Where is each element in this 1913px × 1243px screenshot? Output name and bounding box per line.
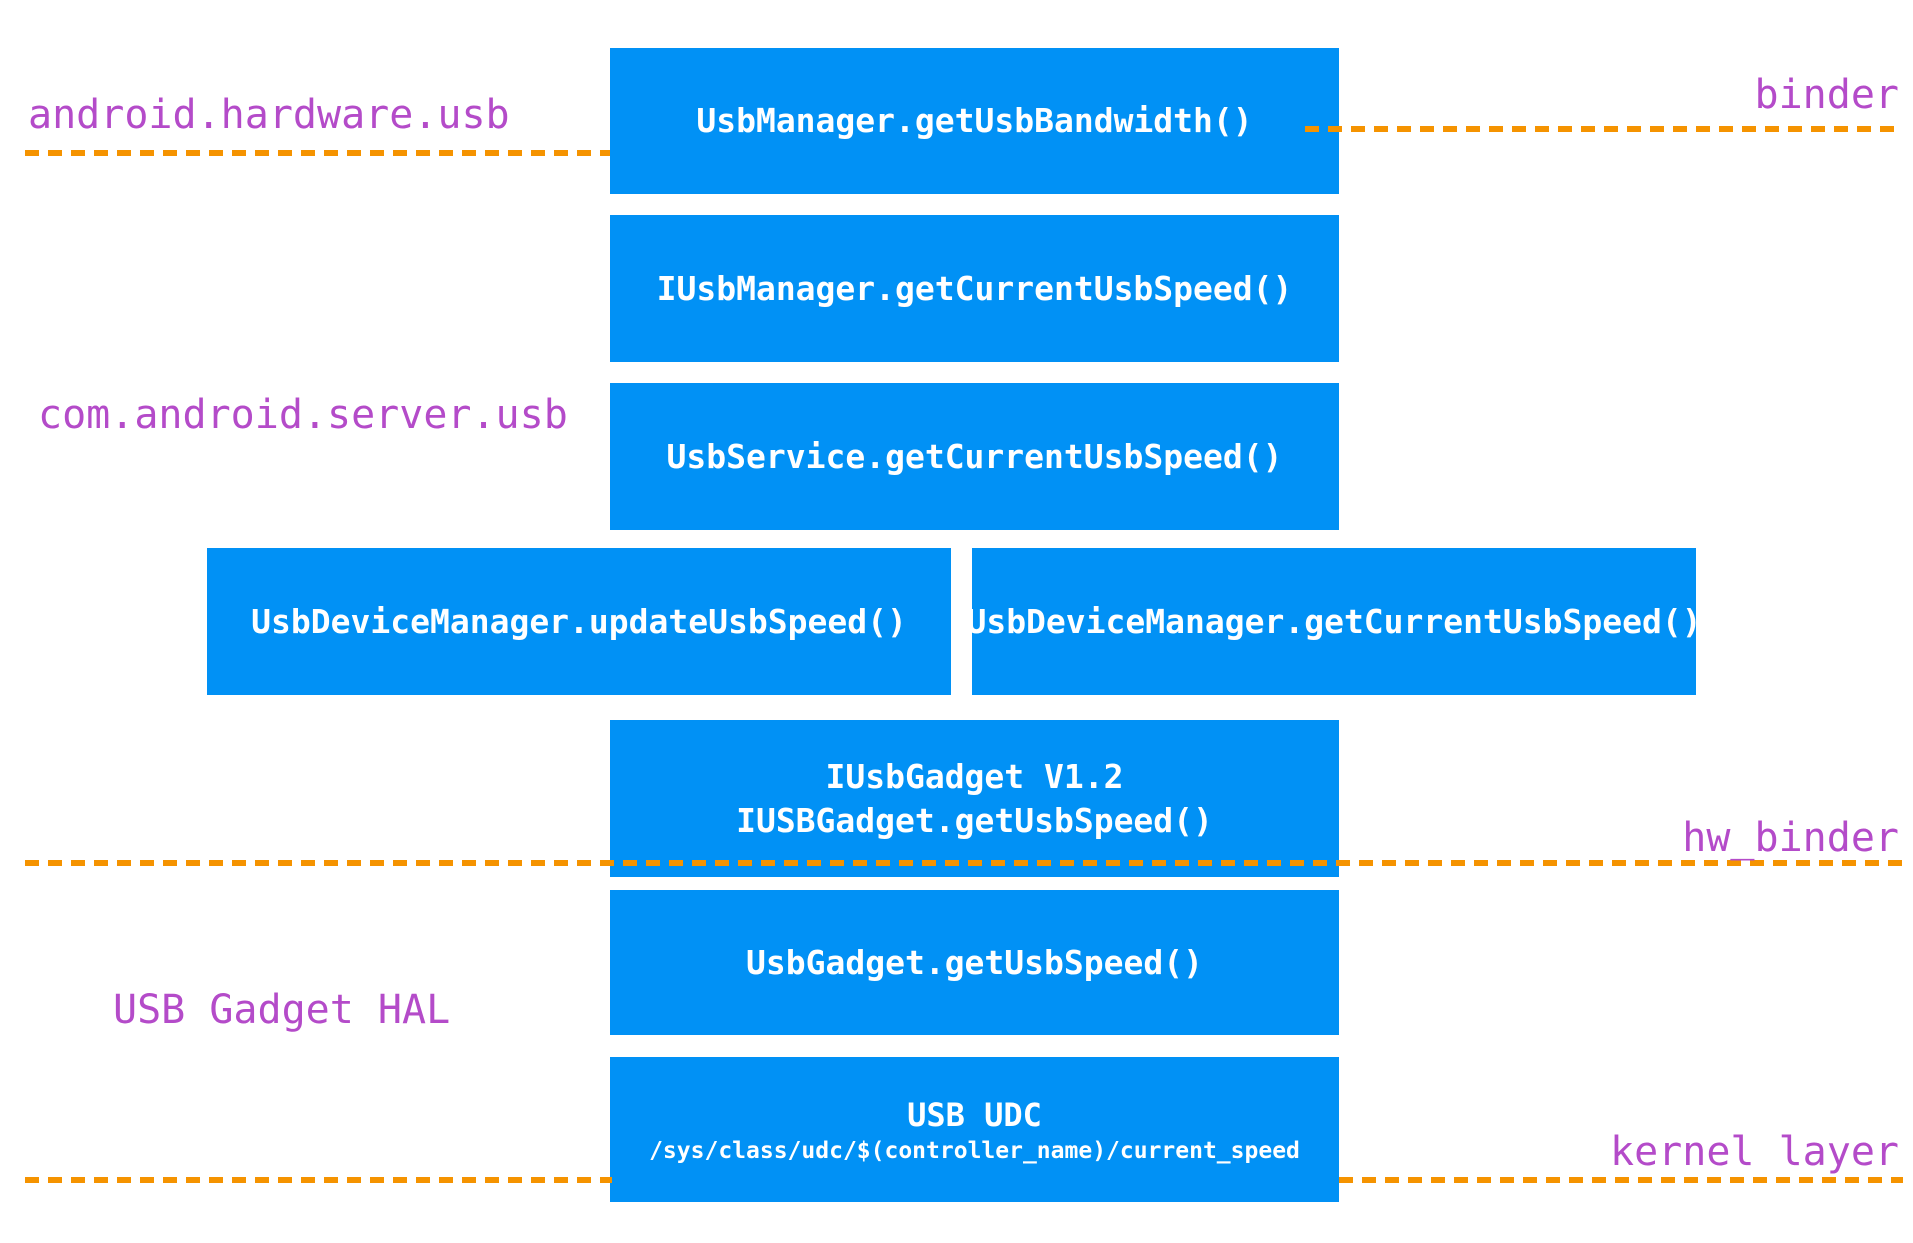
diagram-node-iusbmanager-getcurrentusbspeed: IUsbManager.getCurrentUsbSpeed() — [610, 215, 1339, 362]
diagram-node-iusbgadget-v12: IUsbGadget V1.2 IUSBGadget.getUsbSpeed() — [610, 720, 1339, 877]
node-label-udc-title: USB UDC — [907, 1095, 1042, 1134]
kernel-divider-right-segment — [1339, 1177, 1903, 1183]
layer-label-kernel-layer: kernel layer — [1610, 1129, 1899, 1175]
layer-label-com-android-server-usb: com.android.server.usb — [38, 392, 568, 438]
layer-label-android-hardware-usb: android.hardware.usb — [28, 92, 510, 138]
binder-divider-left-segment — [25, 150, 610, 156]
node-label: IUsbManager.getCurrentUsbSpeed() — [656, 268, 1293, 308]
node-label-udc-sysfs-path: /sys/class/udc/$(controller_name)/curren… — [649, 1137, 1300, 1164]
layer-label-usb-gadget-hal: USB Gadget HAL — [113, 987, 451, 1033]
node-label: UsbDeviceManager.getCurrentUsbSpeed() — [966, 601, 1702, 641]
kernel-divider-left-segment — [25, 1177, 612, 1183]
diagram-node-usbdevicemanager-getcurrentusbspeed: UsbDeviceManager.getCurrentUsbSpeed() — [966, 548, 1702, 695]
node-label-line2: IUSBGadget.getUsbSpeed() — [736, 800, 1213, 840]
node-label: UsbGadget.getUsbSpeed() — [746, 942, 1203, 982]
node-label-line1: IUsbGadget V1.2 — [825, 756, 1124, 796]
diagram-node-usbdevicemanager-updateusbspeed: UsbDeviceManager.updateUsbSpeed() — [207, 548, 951, 695]
diagram-node-usb-udc: USB UDC /sys/class/udc/$(controller_name… — [610, 1057, 1339, 1202]
node-label: UsbDeviceManager.updateUsbSpeed() — [251, 601, 907, 641]
node-label: UsbManager.getUsbBandwidth() — [696, 101, 1253, 140]
diagram-node-usbservice-getcurrentusbspeed: UsbService.getCurrentUsbSpeed() — [610, 383, 1339, 530]
diagram-node-usbgadget-getusbspeed: UsbGadget.getUsbSpeed() — [610, 890, 1339, 1035]
transport-label-binder: binder — [1754, 72, 1900, 118]
transport-label-hw-binder: hw_binder — [1682, 815, 1899, 861]
diagram-node-usbmanager-getusbbandwidth: UsbManager.getUsbBandwidth() — [610, 48, 1339, 194]
hw-binder-divider — [25, 860, 1903, 866]
binder-divider-right-segment — [1305, 126, 1903, 132]
node-label: UsbService.getCurrentUsbSpeed() — [666, 436, 1283, 476]
